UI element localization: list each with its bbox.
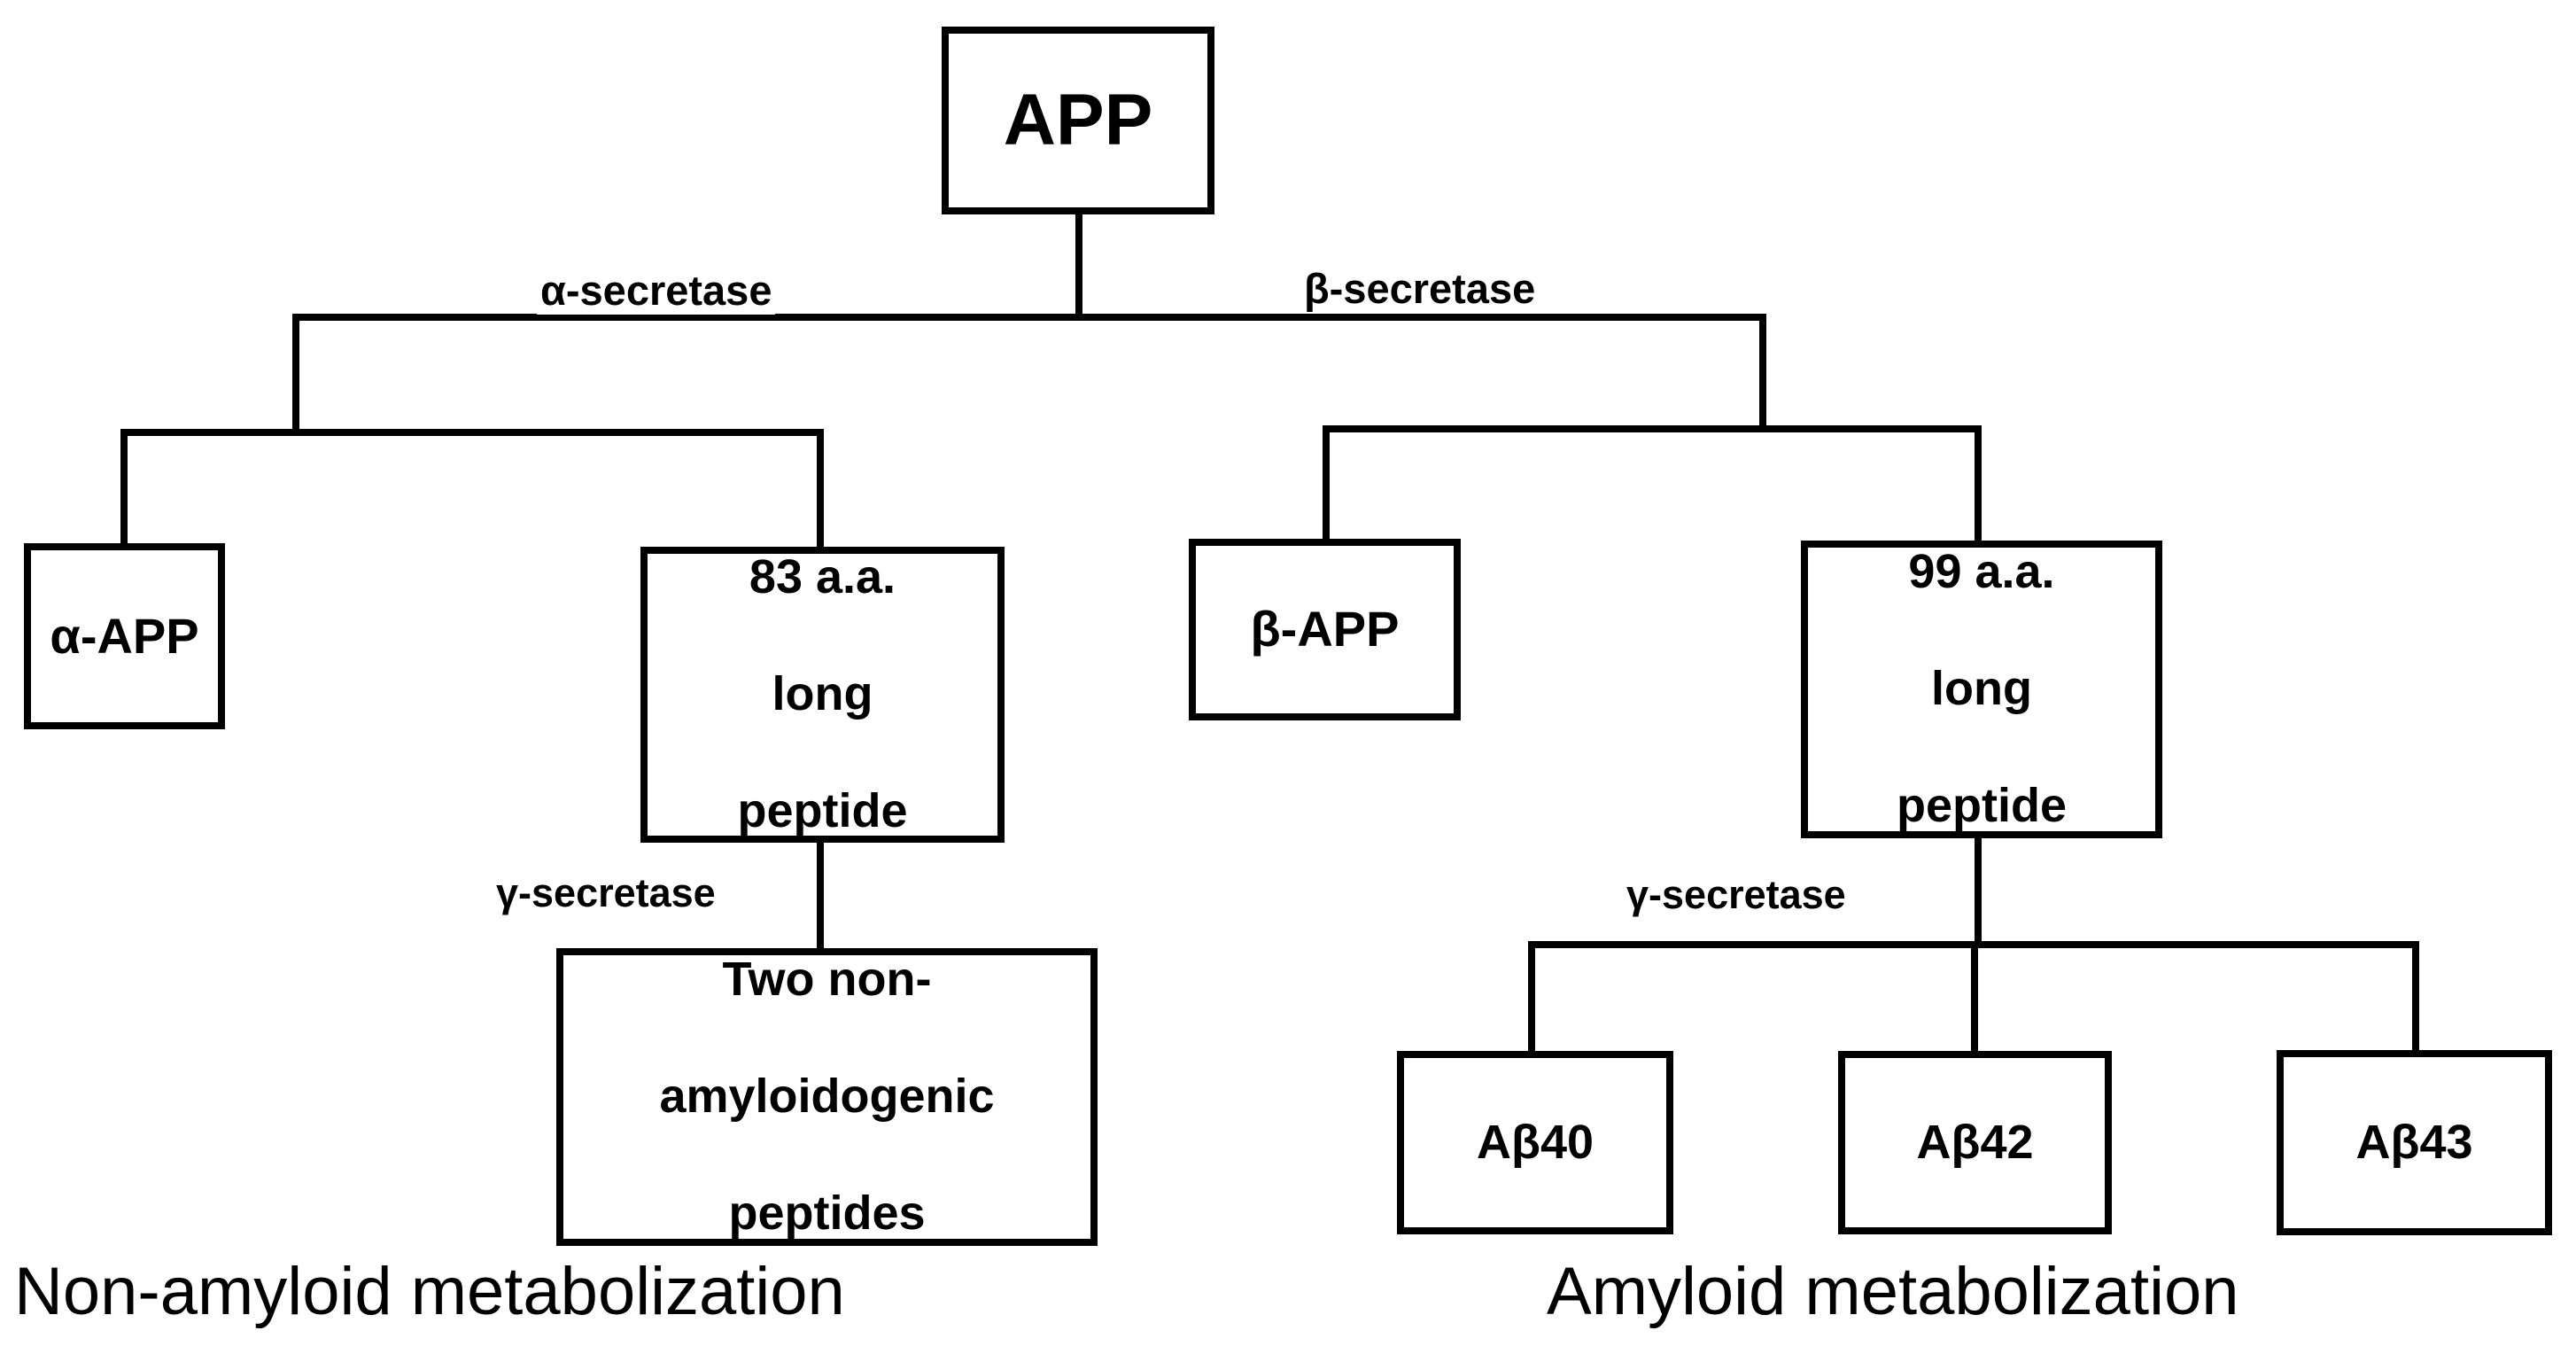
node-peptide-83-text: 83 a.a. long peptide (648, 549, 997, 840)
node-peptide-83-line1: 83 a.a. (749, 550, 896, 604)
node-alpha-app[interactable]: α-APP (24, 543, 225, 729)
node-peptide-99-line2: long (1931, 662, 2032, 716)
node-abeta40[interactable]: Aβ40 (1397, 1051, 1673, 1234)
connector-app-stem (1075, 211, 1082, 321)
edge-label-gamma-secretase-right: γ-secretase (1623, 872, 1850, 918)
node-peptide-99[interactable]: 99 a.a. long peptide (1801, 541, 2162, 838)
node-two-non-text: Two non- amyloidogenic peptides (563, 951, 1090, 1242)
node-peptide-99-line3: peptide (1896, 778, 2067, 832)
connector-to-alpha-app (120, 429, 128, 547)
connector-to-abeta42 (1971, 941, 1978, 1054)
node-two-non-amyloidogenic-peptides[interactable]: Two non- amyloidogenic peptides (556, 948, 1098, 1246)
node-peptide-99-text: 99 a.a. long peptide (1808, 543, 2155, 835)
connector-to-abeta40 (1528, 941, 1535, 1054)
connector-peptide99-stem (1975, 835, 1982, 948)
node-beta-app[interactable]: β-APP (1189, 539, 1461, 720)
node-alpha-app-label: α-APP (50, 607, 199, 664)
node-beta-app-label: β-APP (1250, 601, 1400, 658)
connector-beta-bar-extension (1759, 425, 1982, 432)
node-abeta43[interactable]: Aβ43 (2277, 1050, 2552, 1235)
node-app-label: APP (1003, 79, 1153, 160)
connector-to-peptide-99 (1975, 425, 1982, 544)
connector-peptide83-to-twonon (817, 839, 824, 953)
node-peptide-83-line3: peptide (737, 783, 908, 837)
node-peptide-99-line1: 99 a.a. (1908, 545, 2055, 599)
node-abeta40-label: Aβ40 (1476, 1115, 1594, 1169)
connector-beta-bar (1323, 425, 1766, 432)
connector-to-peptide-83 (817, 429, 824, 550)
connector-to-abeta43 (2412, 941, 2419, 1054)
caption-non-amyloid-metabolization: Non-amyloid metabolization (14, 1254, 845, 1329)
node-two-non-line3: peptides (728, 1186, 926, 1240)
connector-split-1-bar (292, 314, 1766, 321)
node-peptide-83-line2: long (772, 667, 873, 721)
node-two-non-line1: Two non- (722, 953, 932, 1007)
edge-label-beta-secretase: β-secretase (1300, 264, 1540, 313)
edge-label-alpha-secretase: α-secretase (537, 266, 776, 315)
node-abeta42[interactable]: Aβ42 (1838, 1051, 2112, 1234)
connector-alpha-bar (120, 429, 824, 436)
connector-beta-branch-drop (1759, 314, 1766, 429)
caption-amyloid-metabolization: Amyloid metabolization (1547, 1254, 2239, 1329)
node-two-non-line2: amyloidogenic (659, 1070, 995, 1124)
node-abeta43-label: Aβ43 (2355, 1115, 2473, 1169)
connector-to-beta-app (1323, 425, 1330, 542)
connector-alpha-branch-drop (292, 314, 299, 432)
edge-label-gamma-secretase-left: γ-secretase (493, 870, 719, 916)
node-app[interactable]: APP (942, 27, 1214, 214)
node-abeta42-label: Aβ42 (1916, 1115, 2034, 1169)
node-peptide-83[interactable]: 83 a.a. long peptide (640, 547, 1005, 843)
